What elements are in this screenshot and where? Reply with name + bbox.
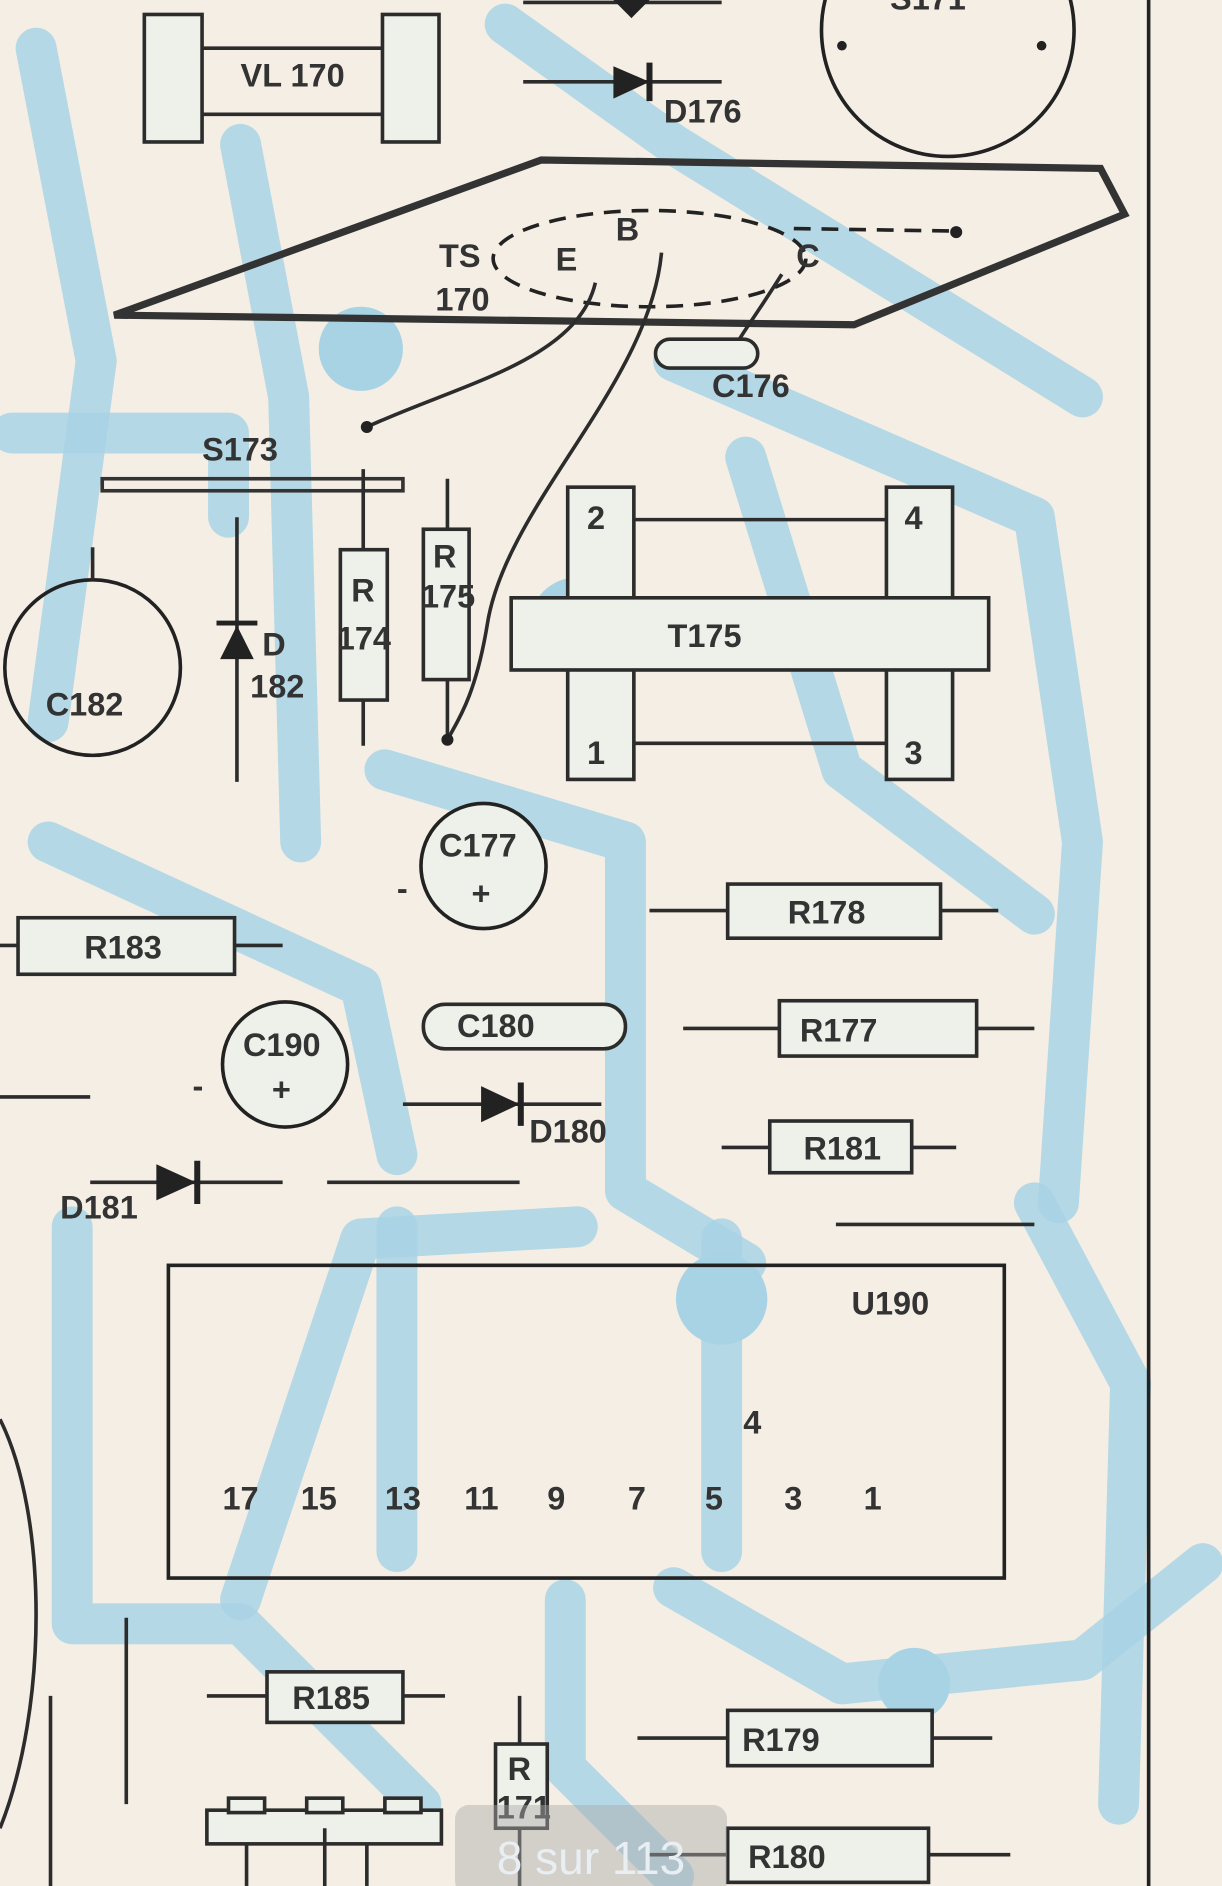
svg-text:D180: D180 bbox=[529, 1114, 607, 1150]
svg-text:2: 2 bbox=[587, 500, 605, 536]
svg-text:D176: D176 bbox=[664, 94, 742, 130]
svg-text:C: C bbox=[796, 238, 819, 274]
svg-text:D181: D181 bbox=[60, 1189, 138, 1225]
svg-text:7: 7 bbox=[628, 1480, 646, 1516]
svg-text:R177: R177 bbox=[800, 1013, 878, 1049]
svg-text:R180: R180 bbox=[748, 1839, 826, 1875]
diode-d180: D180 bbox=[402, 1082, 607, 1150]
svg-text:174: 174 bbox=[337, 621, 391, 657]
svg-text:TS: TS bbox=[439, 238, 480, 274]
svg-text:175: 175 bbox=[421, 578, 475, 614]
svg-text:1: 1 bbox=[587, 735, 605, 771]
svg-text:17: 17 bbox=[223, 1480, 259, 1516]
switch-s171: S171 bbox=[819, 0, 1076, 159]
svg-text:182: 182 bbox=[250, 669, 304, 705]
svg-text:U190: U190 bbox=[852, 1286, 930, 1322]
vl170: VL 170 bbox=[142, 12, 441, 144]
svg-text:+: + bbox=[471, 876, 490, 912]
transformer-t175: T175 2 4 1 3 bbox=[509, 485, 991, 782]
svg-text:-: - bbox=[397, 871, 408, 907]
svg-text:3: 3 bbox=[784, 1480, 802, 1516]
ic-u190: U190 4 17 15 13 11 9 7 5 3 1 bbox=[166, 1263, 1007, 1580]
svg-text:C190: C190 bbox=[243, 1027, 321, 1063]
capacitor-c177: C177 - + bbox=[397, 801, 548, 931]
capacitor-c190: C190 - + bbox=[0, 1000, 350, 1129]
diode-d182: D 182 bbox=[216, 517, 304, 782]
svg-text:9: 9 bbox=[547, 1480, 565, 1516]
svg-text:170: 170 bbox=[435, 281, 489, 317]
svg-text:C177: C177 bbox=[439, 827, 517, 863]
capacitor-c182: C182 bbox=[3, 547, 183, 758]
resistor-r179: R179 bbox=[637, 1708, 993, 1768]
page-indicator: 8 sur 113 bbox=[455, 1805, 727, 1886]
svg-text:15: 15 bbox=[301, 1480, 337, 1516]
diode-d181: D181 bbox=[60, 1160, 1035, 1227]
svg-text:3: 3 bbox=[904, 735, 922, 771]
resistor-r180: R180 bbox=[649, 1826, 1011, 1885]
svg-text:VL 170: VL 170 bbox=[241, 58, 345, 94]
svg-text:C176: C176 bbox=[712, 368, 790, 404]
capacitor-c180: C180 bbox=[421, 1002, 628, 1051]
svg-text:-: - bbox=[192, 1068, 203, 1104]
resistor-r177: R177 bbox=[683, 998, 1035, 1058]
svg-text:S171: S171 bbox=[890, 0, 966, 17]
svg-text:R: R bbox=[351, 572, 374, 608]
connector-bottom bbox=[205, 1796, 444, 1886]
svg-text:R181: R181 bbox=[803, 1130, 881, 1166]
partial-outline bbox=[0, 1418, 38, 1829]
svg-text:B: B bbox=[616, 212, 639, 248]
svg-text:R179: R179 bbox=[742, 1722, 820, 1758]
svg-text:4: 4 bbox=[904, 500, 922, 536]
svg-text:E: E bbox=[556, 242, 578, 278]
svg-text:D: D bbox=[262, 627, 285, 663]
svg-text:C182: C182 bbox=[46, 687, 124, 723]
s173: S173 bbox=[100, 421, 405, 493]
svg-text:R178: R178 bbox=[788, 895, 866, 931]
svg-text:C180: C180 bbox=[457, 1008, 535, 1044]
svg-text:T175: T175 bbox=[668, 618, 742, 654]
svg-text:1: 1 bbox=[864, 1480, 882, 1516]
svg-text:R: R bbox=[433, 539, 456, 575]
svg-text:R185: R185 bbox=[292, 1680, 370, 1716]
page-indicator-text: 8 sur 113 bbox=[496, 1832, 686, 1884]
svg-text:S173: S173 bbox=[202, 432, 278, 468]
resistor-r185: R185 bbox=[206, 1670, 446, 1725]
svg-text:R: R bbox=[508, 1751, 531, 1787]
svg-text:11: 11 bbox=[464, 1480, 498, 1516]
resistor-r174: R 174 bbox=[337, 469, 391, 746]
diode-d176: D176 bbox=[523, 0, 742, 130]
svg-text:13: 13 bbox=[385, 1480, 421, 1516]
svg-text:+: + bbox=[272, 1072, 291, 1108]
svg-text:171: 171 bbox=[497, 1790, 551, 1826]
svg-text:4: 4 bbox=[743, 1405, 761, 1441]
svg-text:R183: R183 bbox=[84, 930, 162, 966]
heatsink-ts170: TS 170 E B C C176 bbox=[113, 156, 1130, 741]
resistor-r181: R181 bbox=[721, 1119, 957, 1175]
svg-text:5: 5 bbox=[705, 1480, 723, 1516]
resistor-r178: R178 bbox=[649, 882, 999, 940]
resistor-r183: R183 bbox=[0, 915, 283, 977]
